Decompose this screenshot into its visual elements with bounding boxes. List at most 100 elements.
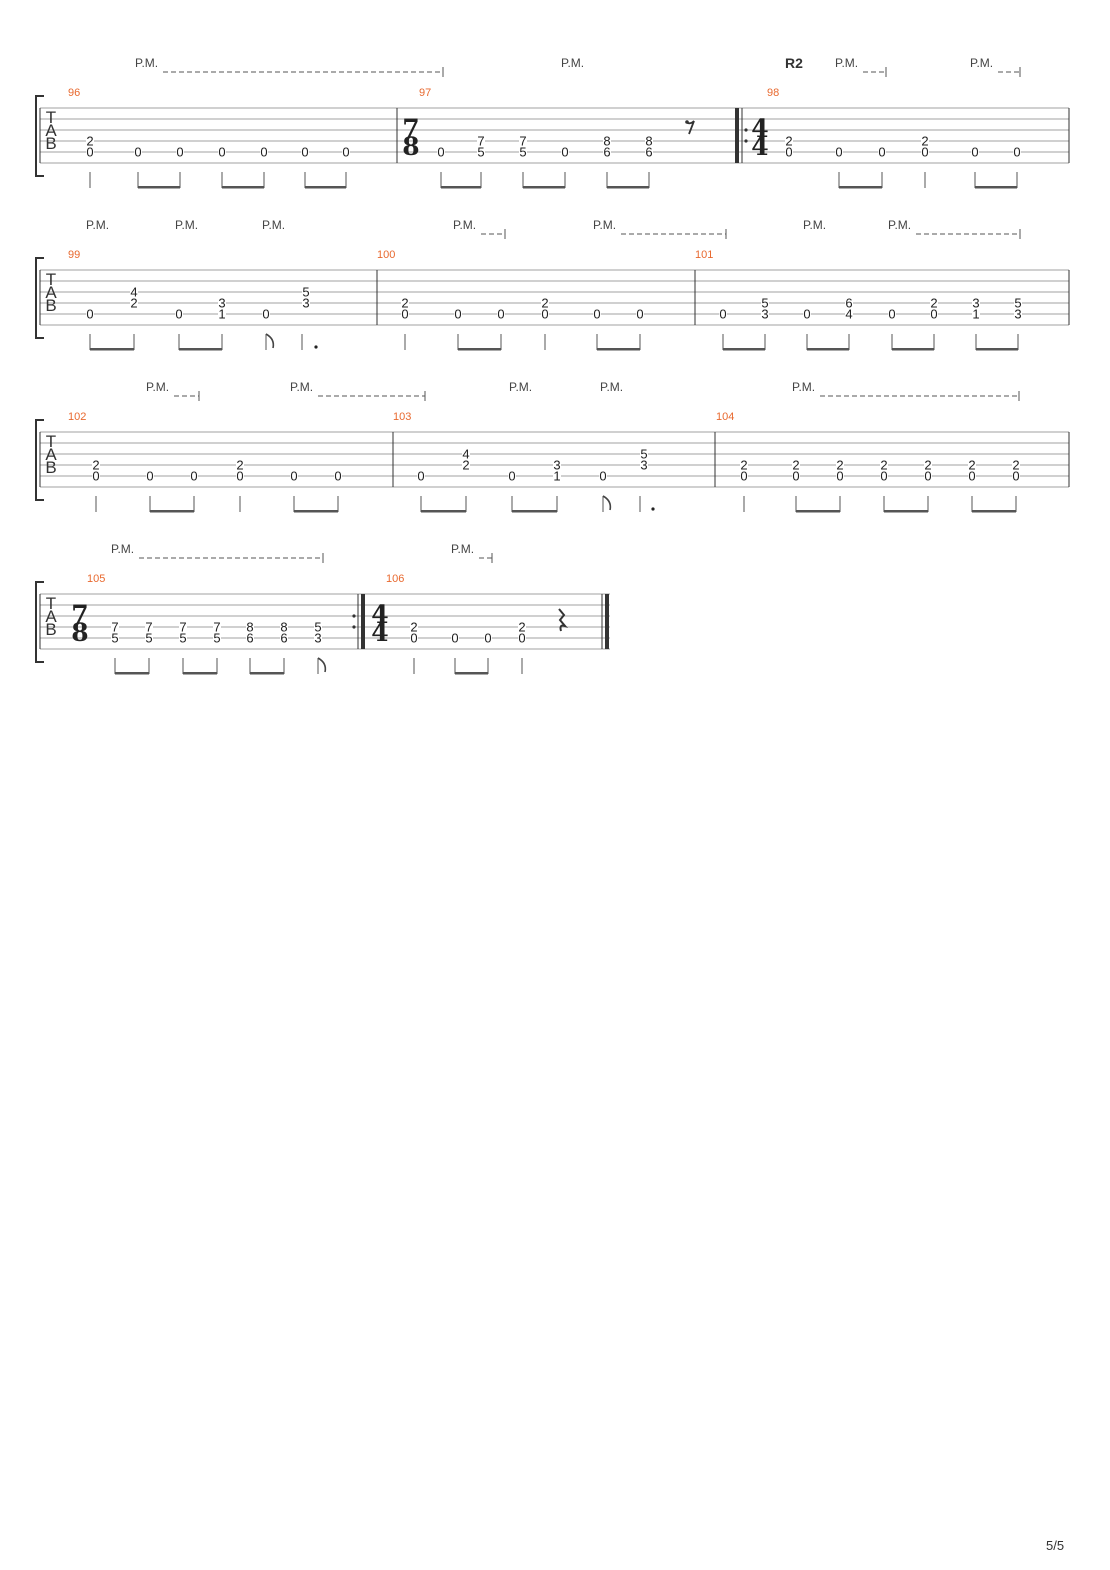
fret-backing bbox=[246, 633, 254, 643]
rhythm-beam bbox=[597, 348, 640, 351]
fret-number: 2 bbox=[541, 296, 548, 311]
tab-clef-letter: T bbox=[46, 594, 56, 613]
fret-number: 0 bbox=[878, 145, 885, 160]
tab-clef-letter: T bbox=[46, 432, 56, 451]
fret-number: 8 bbox=[603, 134, 610, 149]
fret-backing bbox=[640, 449, 648, 459]
fret-backing bbox=[785, 136, 793, 146]
fret-backing bbox=[1014, 309, 1022, 319]
fret-number: 0 bbox=[190, 469, 197, 484]
fret-number: 0 bbox=[86, 145, 93, 160]
tab-clef-letter: A bbox=[45, 445, 57, 464]
fret-backing bbox=[301, 147, 309, 157]
fret-backing bbox=[561, 147, 569, 157]
fret-backing bbox=[454, 309, 462, 319]
fret-number: 0 bbox=[134, 145, 141, 160]
flag-icon bbox=[602, 495, 612, 511]
measure-number: 103 bbox=[393, 411, 411, 423]
fret-backing bbox=[218, 309, 226, 319]
time-signature-bottom: 4 bbox=[751, 132, 768, 161]
time-signature-top: 7 bbox=[402, 114, 419, 143]
fret-backing bbox=[401, 309, 409, 319]
fret-backing bbox=[541, 309, 549, 319]
fret-number: 0 bbox=[301, 145, 308, 160]
fret-backing bbox=[175, 309, 183, 319]
fret-backing bbox=[497, 309, 505, 319]
palm-mute-label: P.M. bbox=[835, 56, 858, 70]
tab-clef-letter: B bbox=[45, 458, 56, 477]
fret-backing bbox=[260, 147, 268, 157]
rhythm-beam bbox=[455, 672, 488, 675]
fret-number: 8 bbox=[246, 620, 253, 635]
fret-backing bbox=[262, 309, 270, 319]
rhythm-beam bbox=[138, 186, 180, 189]
fret-number: 0 bbox=[785, 145, 792, 160]
rhythm-beam bbox=[796, 510, 840, 513]
fret-number: 7 bbox=[477, 134, 484, 149]
rhythm-beam bbox=[607, 186, 649, 189]
fret-backing bbox=[1012, 471, 1020, 481]
fret-number: 6 bbox=[845, 296, 852, 311]
repeat-dots-icon bbox=[744, 139, 748, 143]
fret-backing bbox=[930, 309, 938, 319]
fret-backing bbox=[845, 298, 853, 308]
fret-backing bbox=[836, 471, 844, 481]
fret-number: 0 bbox=[176, 145, 183, 160]
fret-number: 4 bbox=[845, 307, 852, 322]
brace-icon bbox=[35, 581, 44, 663]
fret-backing bbox=[740, 471, 748, 481]
fret-backing bbox=[972, 309, 980, 319]
rhythm-beam bbox=[305, 186, 346, 189]
fret-backing bbox=[342, 147, 350, 157]
measure-number: 100 bbox=[377, 249, 395, 261]
fret-number: 2 bbox=[836, 458, 843, 473]
fret-backing bbox=[145, 633, 153, 643]
fret-number: 2 bbox=[1012, 458, 1019, 473]
rhythm-beam bbox=[807, 348, 849, 351]
fret-number: 7 bbox=[179, 620, 186, 635]
fret-number: 2 bbox=[236, 458, 243, 473]
fret-backing bbox=[519, 147, 527, 157]
fret-number: 0 bbox=[451, 631, 458, 646]
fret-backing bbox=[290, 471, 298, 481]
time-signature-bottom: 8 bbox=[71, 618, 88, 647]
fret-number: 7 bbox=[519, 134, 526, 149]
fret-backing bbox=[302, 287, 310, 297]
fret-backing bbox=[462, 460, 470, 470]
fret-number: 0 bbox=[880, 469, 887, 484]
fret-number: 0 bbox=[740, 469, 747, 484]
fret-number: 0 bbox=[599, 469, 606, 484]
fret-number: 5 bbox=[111, 631, 118, 646]
fret-number: 0 bbox=[146, 469, 153, 484]
fret-number: 3 bbox=[553, 458, 560, 473]
measure-number: 106 bbox=[386, 573, 404, 585]
fret-backing bbox=[971, 147, 979, 157]
fret-backing bbox=[880, 460, 888, 470]
fret-number: 0 bbox=[260, 145, 267, 160]
fret-backing bbox=[437, 147, 445, 157]
measure-number: 99 bbox=[68, 249, 80, 261]
fret-backing bbox=[761, 298, 769, 308]
fret-number: 0 bbox=[417, 469, 424, 484]
measure-number: 98 bbox=[767, 87, 779, 99]
palm-mute-label: P.M. bbox=[509, 380, 532, 394]
fret-number: 0 bbox=[86, 307, 93, 322]
measure-number: 102 bbox=[68, 411, 86, 423]
palm-mute-label: P.M. bbox=[262, 218, 285, 232]
measure-number: 101 bbox=[695, 249, 713, 261]
rhythm-beam bbox=[150, 510, 194, 513]
rhythm-beam bbox=[839, 186, 882, 189]
fret-number: 7 bbox=[111, 620, 118, 635]
tab-clef-letter: B bbox=[45, 134, 56, 153]
fret-number: 2 bbox=[968, 458, 975, 473]
palm-mute-label: P.M. bbox=[803, 218, 826, 232]
fret-number: 0 bbox=[968, 469, 975, 484]
page-number: 5/5 bbox=[1046, 1538, 1065, 1553]
fret-backing bbox=[314, 633, 322, 643]
fret-number: 3 bbox=[314, 631, 321, 646]
fret-number: 0 bbox=[518, 631, 525, 646]
fret-backing bbox=[508, 471, 516, 481]
fret-backing bbox=[785, 147, 793, 157]
